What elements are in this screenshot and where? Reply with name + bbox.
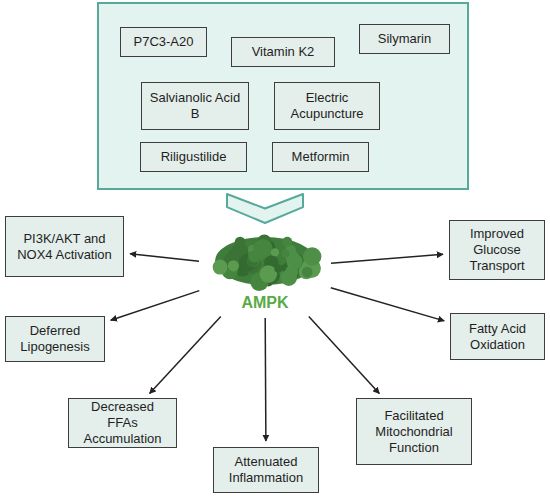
box-label: Deferred Lipogenesis xyxy=(13,323,97,355)
box-label: Silymarin xyxy=(378,31,431,47)
effect-arrow xyxy=(309,316,380,393)
chevron-arrow xyxy=(227,194,303,223)
ampk-protein-illustration xyxy=(205,225,325,293)
effect-box: PI3K/AKT and NOX4 Activation xyxy=(5,216,124,277)
box-label: Decreased FFAs Accumulation xyxy=(76,399,169,447)
effect-arrow xyxy=(264,318,266,441)
protein-lobe xyxy=(213,260,228,275)
box-label: Metformin xyxy=(292,149,350,165)
protein-lobe xyxy=(248,250,261,263)
box-label: Salvianolic Acid B xyxy=(149,90,241,122)
effect-arrow xyxy=(331,254,443,263)
ampk-node: AMPK xyxy=(205,225,325,312)
agent-box: Electric Acupuncture xyxy=(274,82,380,130)
effect-box: Facilitated Mitochondrial Function xyxy=(356,398,472,465)
treatment-group: P7C3-A20Vitamin K2 SilymarinSalvianolic A… xyxy=(97,2,469,190)
box-label: Improved Glucose Transport xyxy=(457,226,537,274)
protein-lobe xyxy=(302,267,313,278)
effect-arrow xyxy=(111,291,200,321)
protein-lobe xyxy=(235,237,246,248)
effect-box: Fatty Acid Oxidation xyxy=(450,313,545,360)
protein-lobe xyxy=(282,237,292,247)
protein-lobe xyxy=(285,265,298,278)
protein-body xyxy=(215,237,315,285)
protein-lobe xyxy=(274,264,282,272)
effect-arrow xyxy=(130,254,199,262)
hub-label: AMPK xyxy=(205,294,325,312)
effect-box: Attenuated Inflammation xyxy=(213,447,319,493)
box-label: Fatty Acid Oxidation xyxy=(458,321,537,353)
effect-box: Improved Glucose Transport xyxy=(449,220,545,280)
effect-box: Decreased FFAs Accumulation xyxy=(68,398,177,448)
effect-arrow xyxy=(331,288,444,321)
box-label: Riligustilide xyxy=(161,149,227,165)
agent-box: Salvianolic Acid B xyxy=(141,82,249,130)
protein-lobe xyxy=(271,248,279,256)
agent-box: Metformin xyxy=(272,142,369,172)
box-label: Attenuated Inflammation xyxy=(221,454,311,486)
effect-box: Deferred Lipogenesis xyxy=(5,316,105,362)
box-label: Vitamin K2 xyxy=(252,44,315,60)
agent-box: Vitamin K2 xyxy=(231,37,335,67)
protein-lobe xyxy=(228,260,239,271)
box-label: PI3K/AKT and NOX4 Activation xyxy=(13,231,116,263)
protein-lobe xyxy=(281,249,289,257)
effect-arrow xyxy=(150,316,221,393)
protein-lobe xyxy=(303,247,321,265)
agent-box: P7C3-A20 xyxy=(120,27,207,57)
box-label: P7C3-A20 xyxy=(134,34,194,50)
box-label: Electric Acupuncture xyxy=(282,90,372,122)
agent-box: Riligustilide xyxy=(140,142,247,172)
box-label: Facilitated Mitochondrial Function xyxy=(364,408,464,456)
agent-box: Silymarin xyxy=(359,24,450,54)
